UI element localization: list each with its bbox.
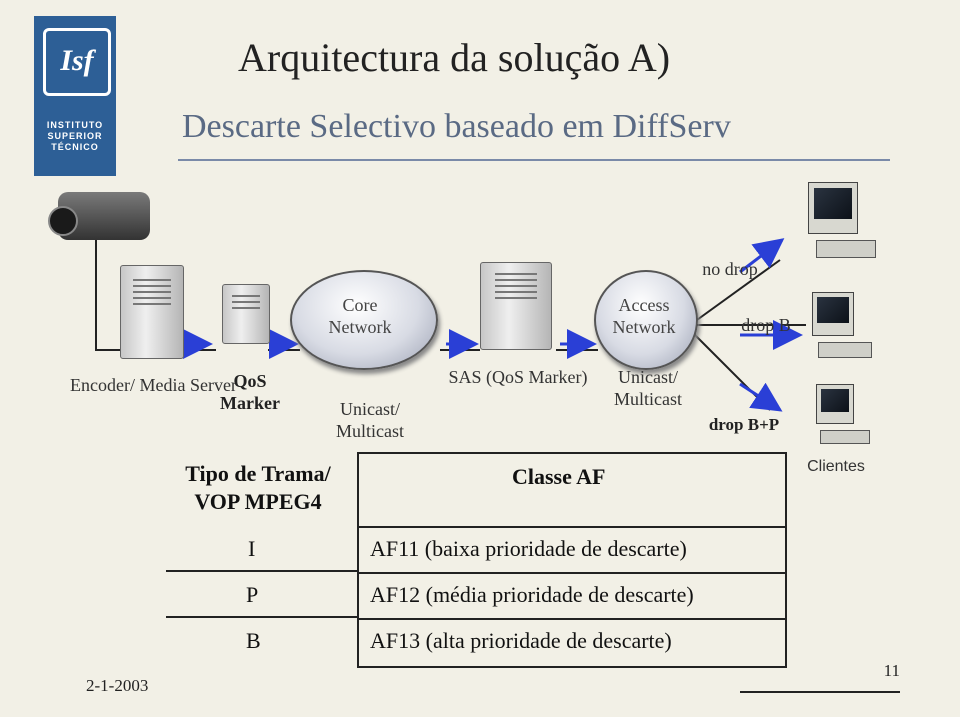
- table-af-cell: AF12 (média prioridade de descarte): [370, 582, 694, 607]
- table-af-cell: AF13 (alta prioridade de descarte): [370, 628, 672, 653]
- sas-server-icon: [480, 262, 552, 350]
- table-divider: [359, 526, 785, 528]
- slide-title: Arquitectura da solução A): [238, 35, 671, 80]
- client-monitor-icon: [808, 182, 858, 234]
- flow-arrow-no-drop: [739, 238, 785, 274]
- client-keyboard-icon: [818, 342, 872, 358]
- core-unicast-label: Unicast/ Multicast: [336, 399, 404, 441]
- slide-subtitle: Descarte Selectivo baseado em DiffServ: [182, 108, 731, 145]
- core-network-cloud: [290, 270, 438, 370]
- qos-marker-label: QoS Marker: [220, 371, 280, 413]
- video-camera-icon: [48, 192, 150, 240]
- logo-mark: Isf: [43, 28, 111, 96]
- client-monitor-icon: [812, 292, 854, 336]
- flow-arrow-drop-bp: [739, 382, 783, 412]
- sas-label: SAS (QoS Marker): [448, 367, 588, 387]
- table-af-cell: AF11 (baixa prioridade de descarte): [370, 536, 687, 561]
- af-class-table: [357, 452, 787, 668]
- access-to-client-c-line: [689, 329, 771, 411]
- table-frame-cell: B: [246, 628, 261, 653]
- access-to-client-a-line: [689, 259, 781, 326]
- no-drop-label: no drop: [702, 259, 758, 279]
- drop-b-label: drop B: [741, 315, 791, 335]
- client-monitor-icon: [816, 384, 854, 424]
- access-unicast-label: Unicast/ Multicast: [614, 367, 682, 409]
- encoder-server-icon: [120, 265, 184, 359]
- table-header-frame-type: Tipo de Trama/ VOP MPEG4: [185, 461, 331, 514]
- title-divider: [178, 159, 890, 161]
- camera-to-server-line: [95, 232, 130, 351]
- logo-text: INSTITUTO SUPERIOR TÉCNICO: [46, 120, 104, 152]
- core-network-label: Core Network: [328, 295, 392, 337]
- access-network-label: Access Network: [612, 295, 676, 337]
- client-keyboard-icon: [820, 430, 870, 444]
- encoder-label: Encoder/ Media Server: [70, 375, 237, 395]
- ist-logo: Isf INSTITUTO SUPERIOR TÉCNICO: [34, 16, 116, 176]
- table-frame-cell: P: [246, 582, 259, 607]
- page-number: 11: [740, 661, 900, 693]
- table-header-af-class: Classe AF: [512, 464, 606, 489]
- slide-date: 2-1-2003: [86, 676, 149, 695]
- drop-bp-label: drop B+P: [708, 415, 780, 434]
- clients-label: Clientes: [807, 458, 865, 475]
- table-divider: [359, 572, 785, 574]
- table-frame-cell: I: [248, 536, 256, 561]
- table-divider: [359, 618, 785, 620]
- table-divider-left: [166, 616, 358, 618]
- client-keyboard-icon: [816, 240, 876, 258]
- access-network-cloud: [594, 270, 698, 370]
- qos-marker-server-icon: [222, 284, 270, 344]
- table-divider-left: [166, 570, 358, 572]
